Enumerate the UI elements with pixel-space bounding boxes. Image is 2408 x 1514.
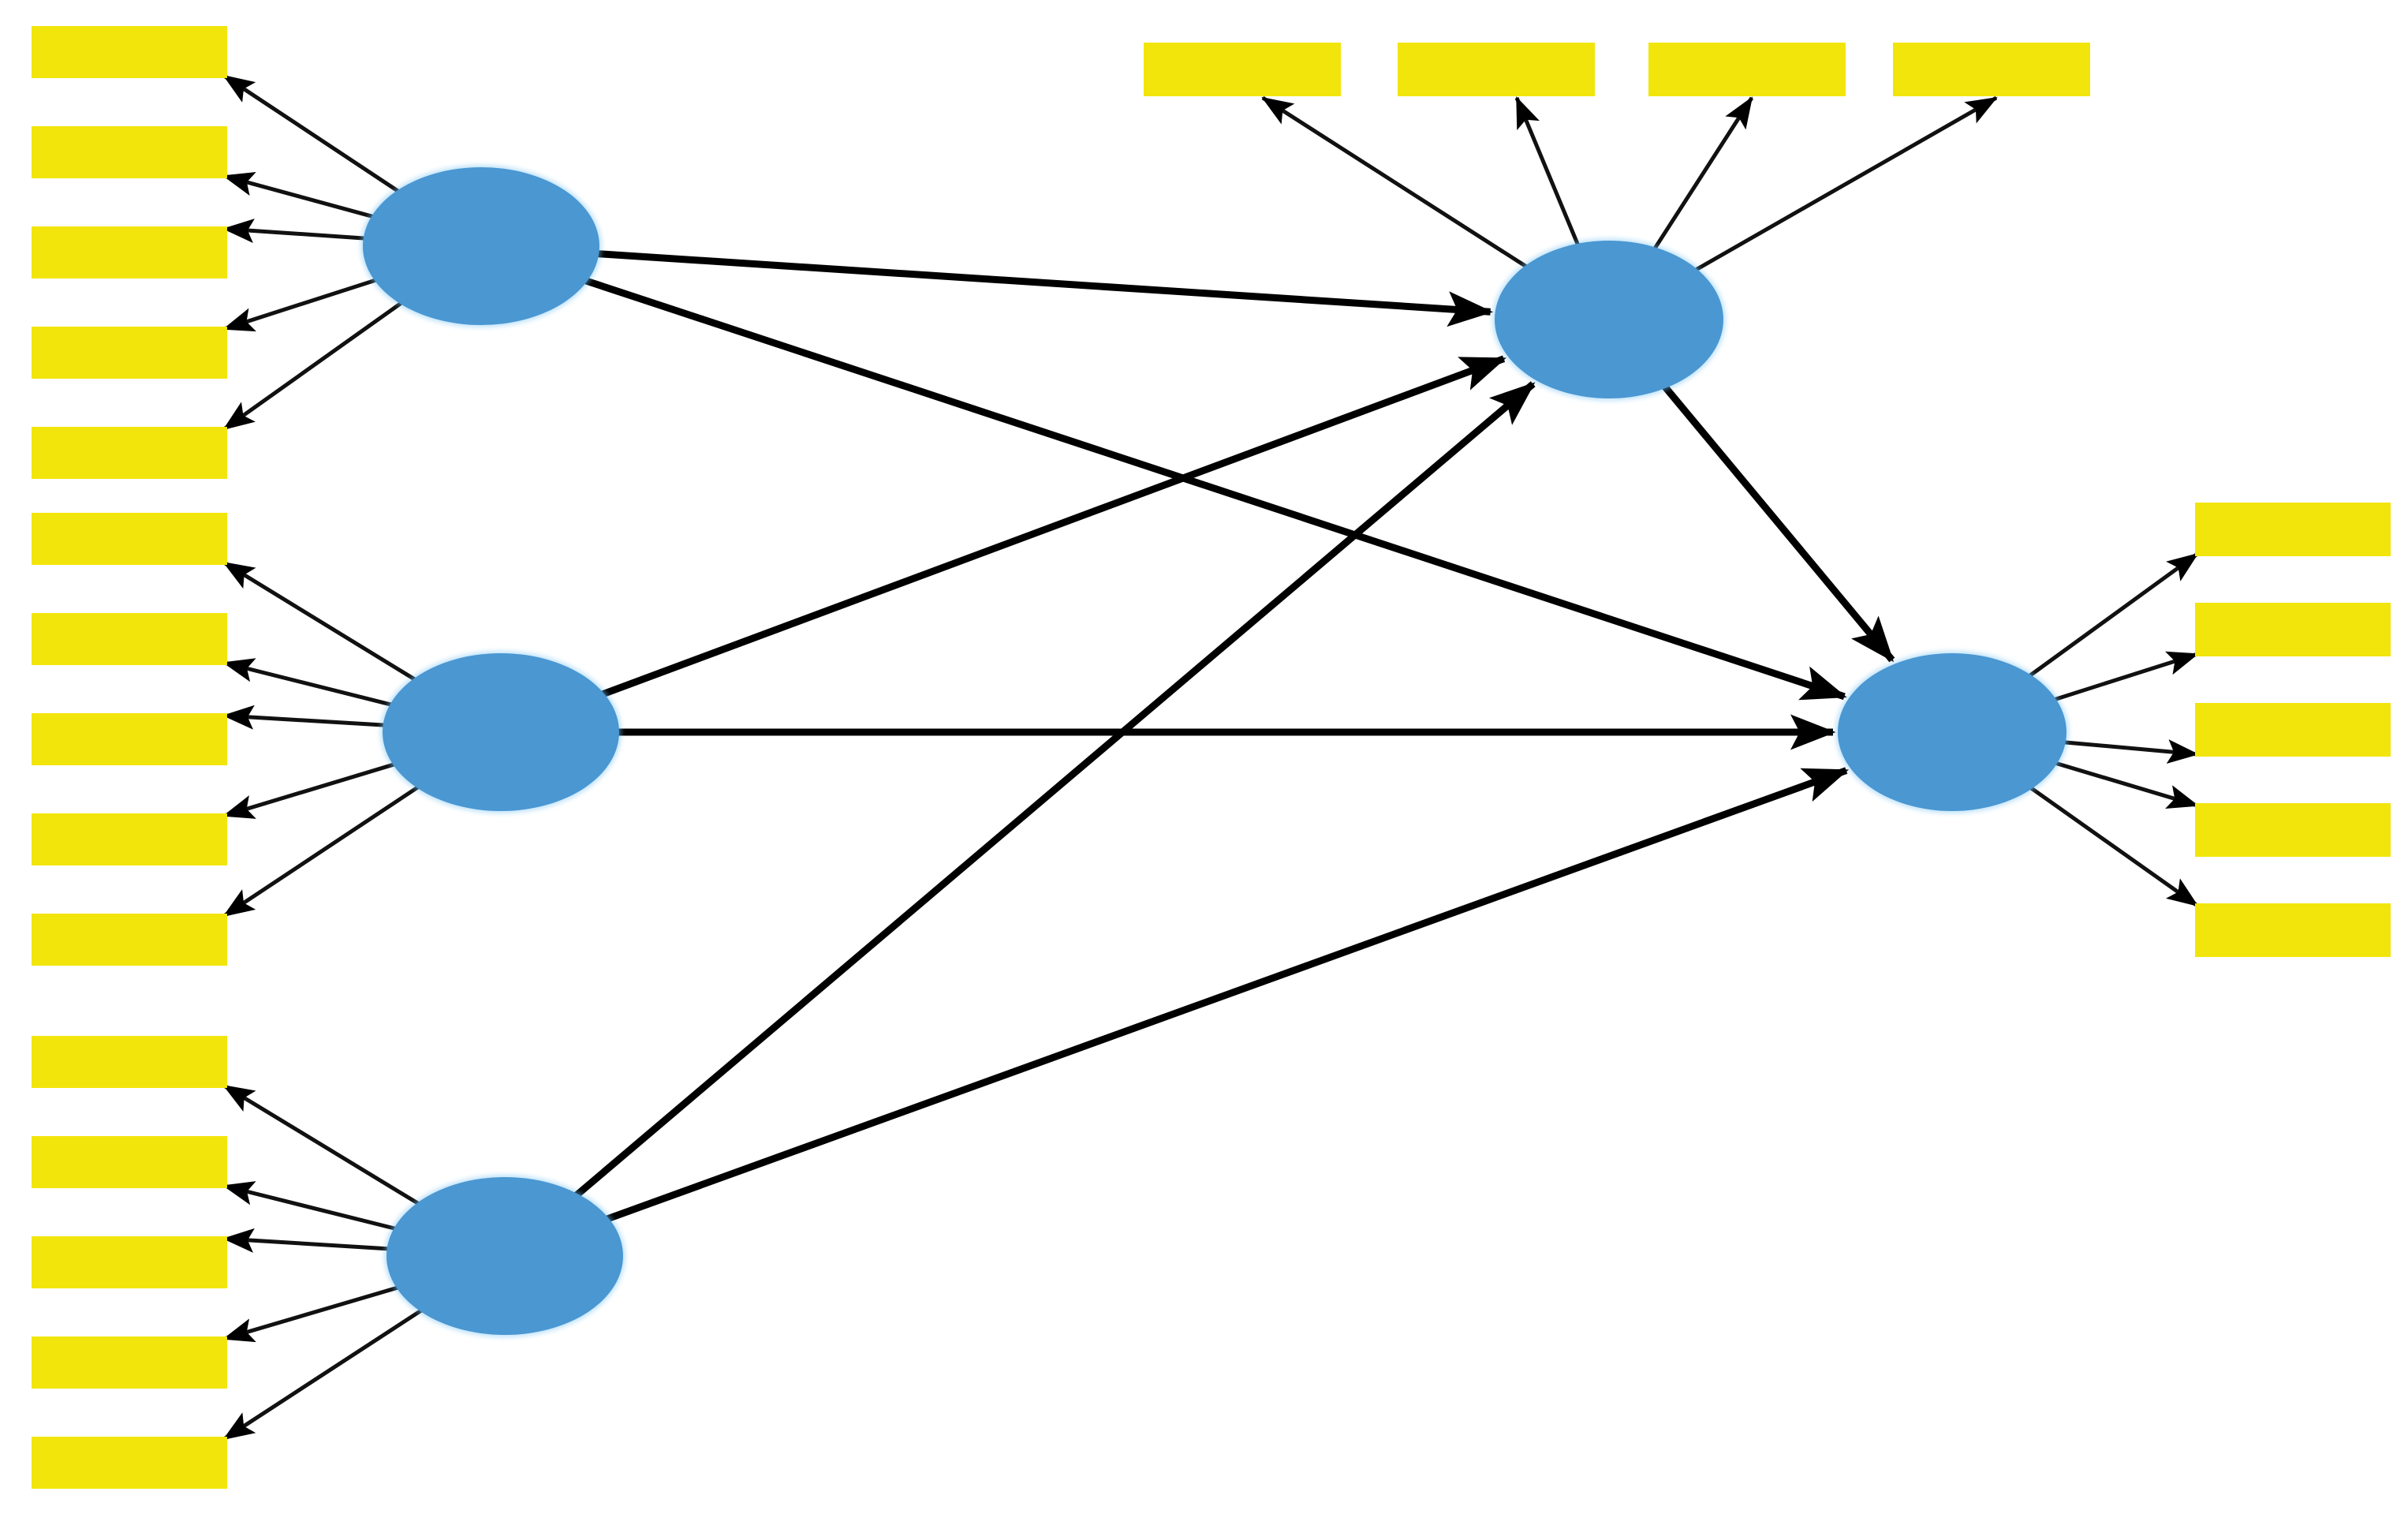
construct-rsquare-maint [383, 653, 619, 811]
construct-node-price[interactable] [363, 167, 599, 325]
indicator-box-int5[interactable] [2195, 903, 2391, 957]
structural-path-price-to-att [595, 249, 1494, 327]
indicator-box-int4[interactable] [2195, 803, 2391, 857]
construct-node-int[interactable] [1838, 653, 2066, 811]
indicator-box-att1[interactable] [1144, 43, 1341, 96]
construct-rsquare-int [1838, 653, 2066, 811]
indicator-box-price3[interactable] [32, 226, 227, 279]
indicator-box-price4[interactable] [32, 327, 227, 379]
indicator-box-price1[interactable] [32, 26, 227, 78]
loading-path-int-to-int3 [2062, 739, 2199, 764]
loading-path-maint-to-maint4 [222, 761, 398, 819]
indicator-box-price2[interactable] [32, 126, 227, 178]
loading-path-maint-to-maint3 [222, 705, 386, 730]
loading-path-price-to-price2 [222, 172, 375, 219]
indicator-box-infra4[interactable] [32, 1336, 227, 1389]
loading-path-att-to-att1 [1261, 95, 1529, 270]
indicator-box-int1[interactable] [2195, 503, 2391, 556]
loading-path-infra-to-infra2 [222, 1181, 398, 1232]
indicator-box-int3[interactable] [2195, 703, 2391, 757]
construct-rsquare-price [363, 167, 599, 325]
indicator-box-maint4[interactable] [32, 813, 227, 865]
indicator-box-price5[interactable] [32, 427, 227, 479]
indicator-box-infra2[interactable] [32, 1136, 227, 1188]
indicator-box-maint3[interactable] [32, 713, 227, 765]
loading-path-att-to-att4 [1693, 95, 1998, 273]
indicator-box-att3[interactable] [1648, 43, 1846, 96]
indicator-box-int2[interactable] [2195, 603, 2391, 656]
indicator-box-att2[interactable] [1398, 43, 1595, 96]
structural-path-maint-to-att [599, 355, 1506, 698]
loading-path-att-to-att2 [1514, 96, 1581, 248]
construct-node-att[interactable] [1495, 241, 1723, 398]
loading-path-infra-to-infra4 [222, 1284, 401, 1343]
loading-path-att-to-att3 [1652, 96, 1754, 252]
indicator-box-infra3[interactable] [32, 1236, 227, 1288]
construct-rsquare-infra [386, 1177, 623, 1335]
loading-path-price-to-price4 [222, 277, 379, 332]
structural-model-edges [573, 249, 1895, 1223]
indicator-box-maint5[interactable] [32, 914, 227, 966]
loading-path-int-to-int4 [2053, 761, 2199, 809]
indicator-box-infra5[interactable] [32, 1437, 227, 1489]
construct-rsquare-att [1495, 241, 1723, 398]
indicator-box-infra1[interactable] [32, 1036, 227, 1088]
indicator-box-att4[interactable] [1893, 43, 2090, 96]
construct-node-infra[interactable] [386, 1177, 623, 1335]
structural-path-att-to-int [1661, 383, 1895, 663]
loading-path-infra-to-infra3 [222, 1228, 390, 1253]
loading-path-maint-to-maint2 [222, 658, 394, 708]
structural-path-infra-to-att [573, 381, 1536, 1199]
loading-path-price-to-price3 [222, 219, 367, 244]
indicator-box-maint2[interactable] [32, 613, 227, 665]
structural-path-infra-to-int [604, 767, 1850, 1223]
indicator-box-maint1[interactable] [32, 513, 227, 565]
loading-path-int-to-int2 [2051, 651, 2199, 702]
construct-node-maint[interactable] [383, 653, 619, 811]
